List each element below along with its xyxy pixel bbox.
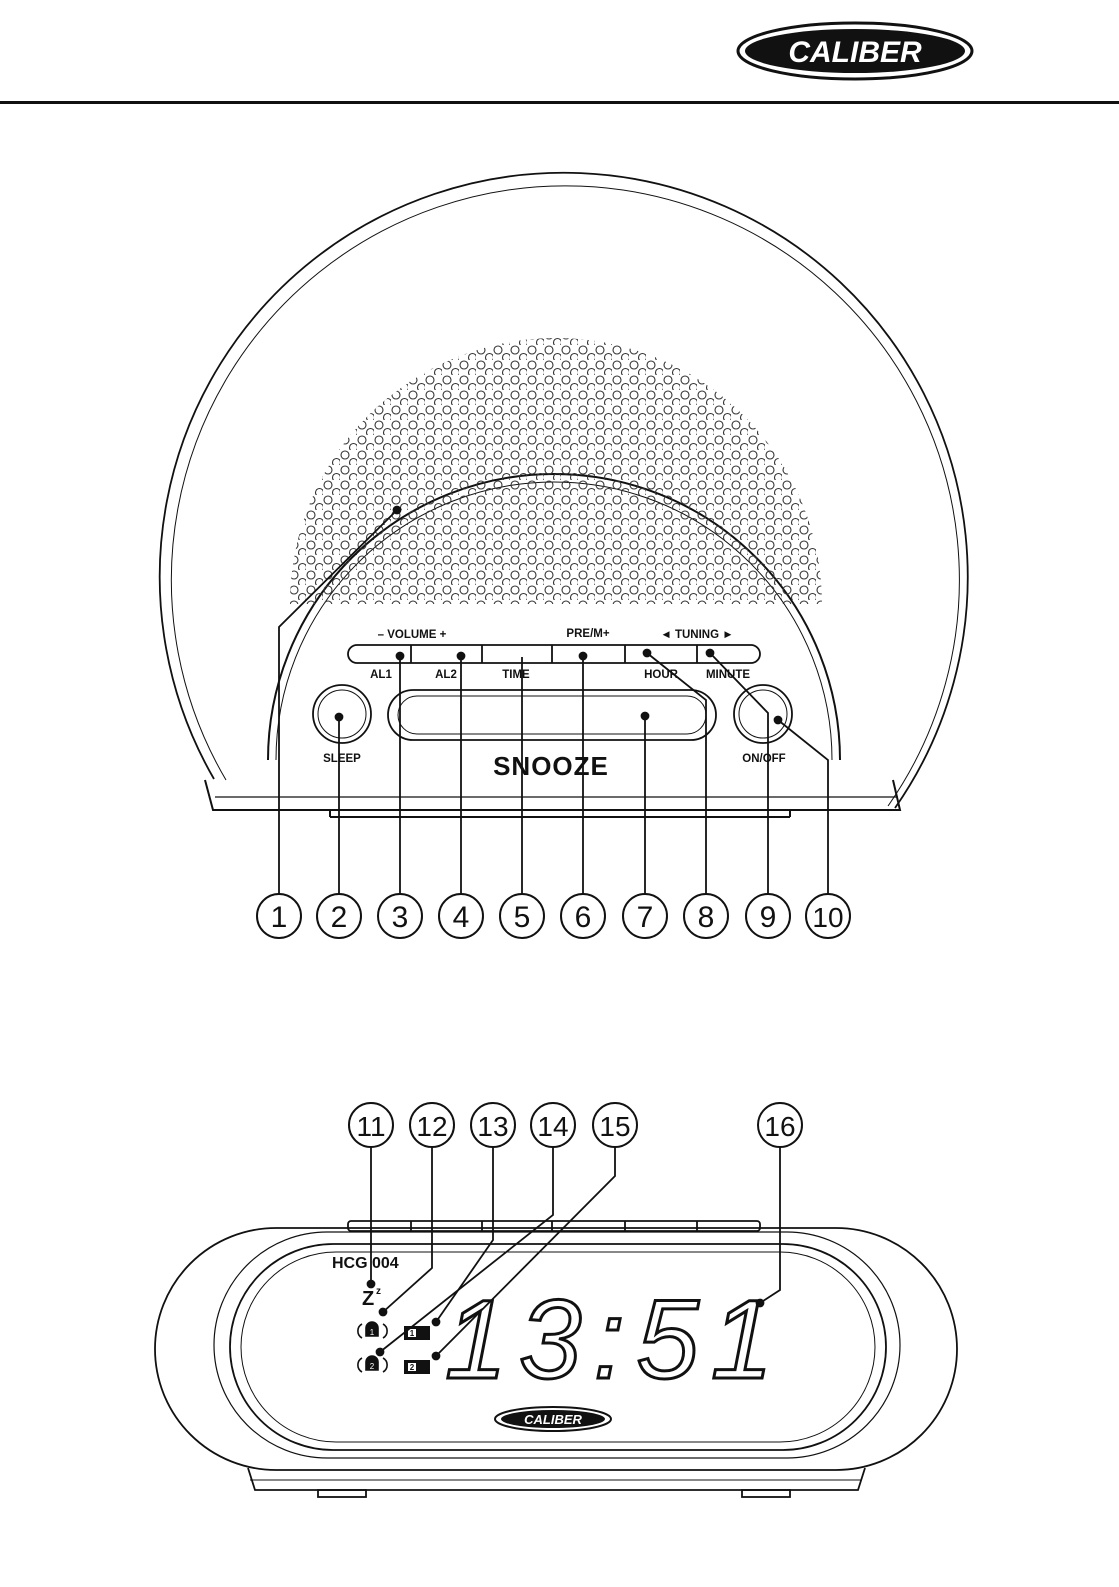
callout-11: 11 [356, 1111, 385, 1142]
callout-8: 8 [698, 901, 715, 934]
al2-label: AL2 [435, 669, 457, 681]
svg-text:z: z [376, 1286, 381, 1297]
snooze-label: SNOOZE [493, 751, 609, 781]
sleep-label: SLEEP [323, 753, 361, 765]
svg-text:Z: Z [362, 1288, 374, 1310]
pre-mem-button[interactable] [553, 646, 624, 662]
pre-mem-label: PRE/M+ [566, 628, 609, 640]
callout-13: 13 [477, 1111, 508, 1142]
alarm1-buzzer-icon: 1 [358, 1322, 387, 1338]
callout-4: 4 [453, 901, 470, 934]
volume-label: – VOLUME + [378, 629, 447, 641]
alarm1-box-number: 1 [410, 1329, 415, 1338]
display-brand-text: CALIBER [524, 1412, 582, 1427]
callout-9: 9 [760, 901, 777, 934]
callout-5: 5 [514, 901, 531, 934]
al2-volume-up-button[interactable] [412, 646, 481, 662]
speaker-grille [285, 330, 825, 608]
display-brand-logo: CALIBER [495, 1407, 611, 1431]
callout-3: 3 [392, 901, 409, 934]
callout-7: 7 [637, 901, 654, 934]
callout-16: 16 [764, 1111, 795, 1142]
al1-label: AL1 [370, 669, 392, 681]
alarm2-buzzer-icon: 2 [358, 1356, 387, 1372]
callout-10: 10 [812, 902, 843, 933]
callout-15: 15 [599, 1111, 630, 1142]
callout-1: 1 [271, 901, 288, 934]
callout-2: 2 [331, 901, 348, 934]
hour-tuning-down-button[interactable] [626, 646, 696, 662]
base [205, 780, 900, 810]
svg-text:2: 2 [370, 1362, 375, 1371]
alarm1-radio-icon: 1 [404, 1326, 430, 1340]
callout-6: 6 [575, 901, 592, 934]
time-button[interactable] [483, 646, 551, 662]
alarm2-radio-icon: 2 [404, 1360, 430, 1374]
sleep-indicator-icon: Z z [362, 1286, 381, 1310]
callout-14: 14 [537, 1111, 568, 1142]
onoff-label: ON/OFF [742, 753, 785, 765]
alarm2-box-number: 2 [410, 1363, 415, 1372]
svg-text:1: 1 [370, 1328, 375, 1337]
onoff-button[interactable] [734, 685, 792, 743]
snooze-button[interactable] [388, 690, 716, 740]
callout-12: 12 [416, 1111, 447, 1142]
model-label: HCG 004 [332, 1255, 399, 1272]
time-label: TIME [502, 669, 530, 681]
tuning-label: ◄ TUNING ► [660, 629, 733, 641]
